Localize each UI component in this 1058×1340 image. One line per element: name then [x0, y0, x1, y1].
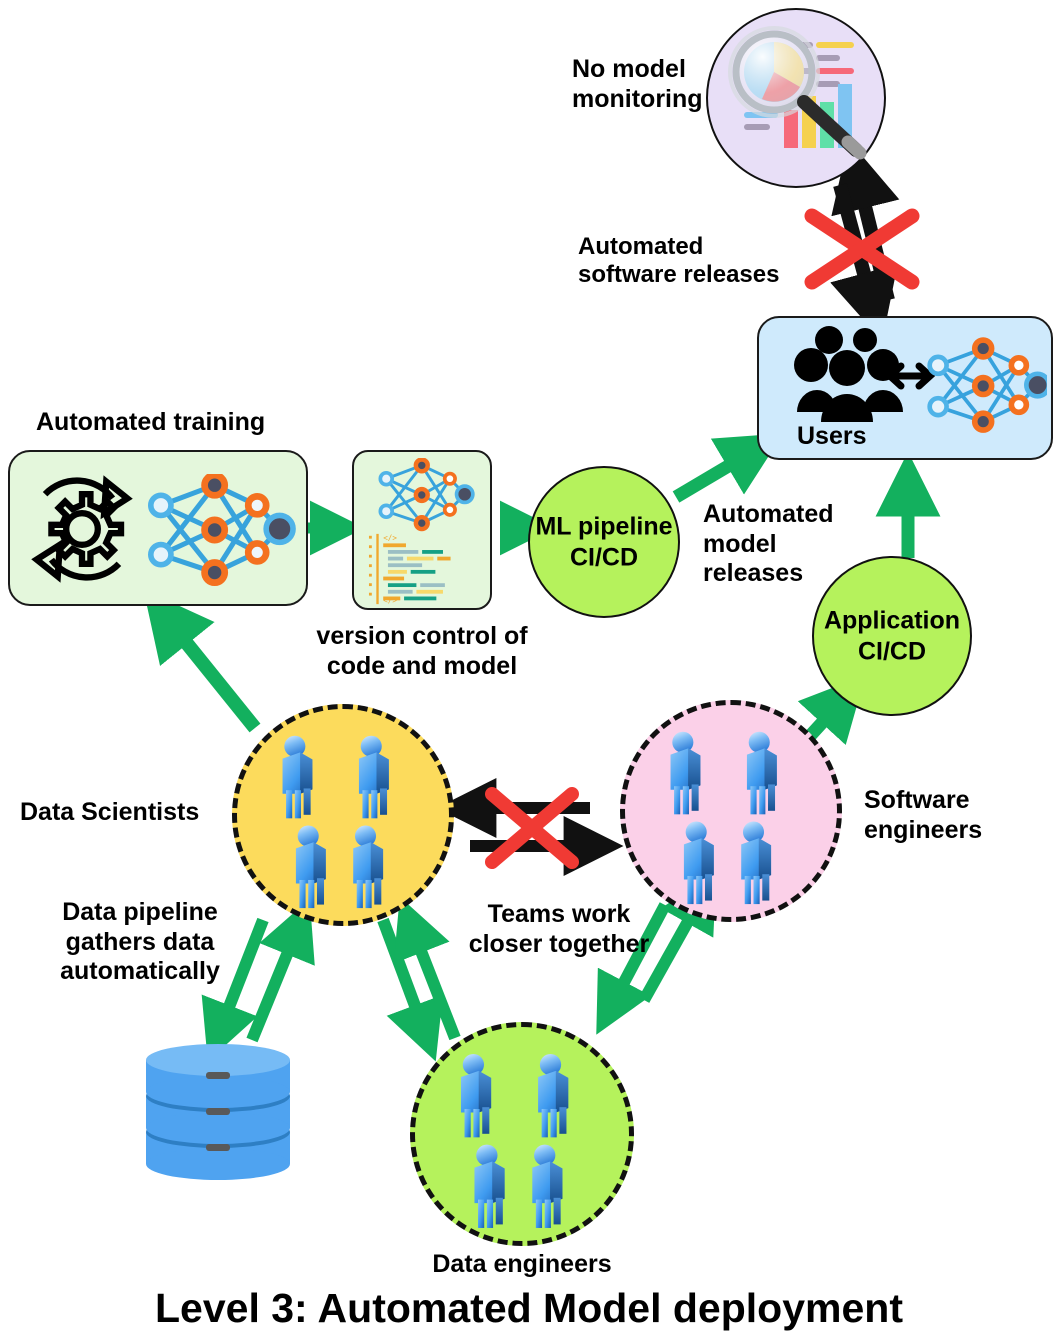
data-pipeline-label: Data pipeline gathers data automatically	[60, 898, 220, 985]
person-icon	[741, 821, 772, 905]
code-lines-icon: </> </>	[368, 534, 451, 605]
teams-work-label: Teams work closer together	[468, 900, 650, 958]
arrow-de-ds-up	[393, 896, 461, 1041]
red-cross-icon	[485, 787, 579, 869]
application-cicd-label: Application CI/CD	[823, 606, 961, 666]
gear-refresh-icon	[31, 475, 133, 583]
automated-software-releases-label: Automated software releases	[578, 233, 780, 289]
people-cluster	[282, 735, 389, 909]
database-cylinder-icon	[146, 1044, 290, 1180]
software-engineers-node[interactable]	[620, 700, 842, 922]
neural-network-icon	[148, 474, 296, 586]
person-icon	[353, 825, 384, 909]
people-group-icon	[794, 326, 936, 422]
automated-model-releases-label: Automated model releases	[703, 500, 834, 587]
users-label: Users	[797, 422, 867, 450]
arrow-mlpipeline-to-users	[672, 433, 784, 503]
version-control-node[interactable]: </> </>	[352, 450, 492, 610]
people-cluster	[460, 1053, 569, 1228]
person-icon	[538, 1053, 569, 1138]
data-scientists-node[interactable]	[232, 704, 454, 926]
double-arrow-icon	[884, 362, 936, 390]
data-scientists-label: Data Scientists	[20, 798, 200, 826]
ml-pipeline-label: ML pipeline CI/CD	[535, 512, 673, 572]
neural-network-icon	[927, 337, 1047, 433]
person-icon	[532, 1144, 563, 1228]
application-cicd-node[interactable]: Application CI/CD	[812, 556, 972, 716]
person-icon	[683, 821, 714, 905]
person-icon	[358, 735, 389, 819]
person-icon	[670, 731, 701, 815]
users-node[interactable]: Users	[757, 316, 1053, 460]
svg-text:</>: </>	[383, 596, 397, 605]
page-title: Level 3: Automated Model deployment	[155, 1285, 903, 1331]
version-control-label: version control of code and model	[316, 622, 528, 680]
automated-training-node[interactable]	[8, 450, 308, 606]
analytics-magnifier-icon	[728, 26, 867, 160]
data-engineers-node[interactable]	[410, 1022, 634, 1246]
automated-training-label: Automated training	[36, 408, 266, 436]
software-engineers-label: Software engineers	[864, 786, 983, 844]
database-node[interactable]	[138, 1040, 298, 1180]
arrow-ds-de-down	[377, 917, 443, 1062]
blocked-link-ds-swe	[436, 778, 624, 876]
svg-text:</>: </>	[383, 534, 397, 543]
person-icon	[460, 1053, 492, 1138]
arrow-db-ds-up	[246, 898, 315, 1043]
person-icon	[295, 825, 326, 909]
data-engineers-label: Data engineers	[432, 1250, 612, 1278]
people-cluster	[670, 731, 777, 905]
person-icon	[746, 731, 777, 815]
neural-network-icon	[378, 458, 475, 532]
no-model-monitoring-label: No model monitoring	[572, 55, 703, 113]
no-model-monitoring-node[interactable]	[706, 8, 886, 188]
ml-pipeline-cicd-node[interactable]: ML pipeline CI/CD	[528, 466, 680, 618]
person-icon	[474, 1144, 505, 1228]
person-icon	[282, 735, 313, 819]
